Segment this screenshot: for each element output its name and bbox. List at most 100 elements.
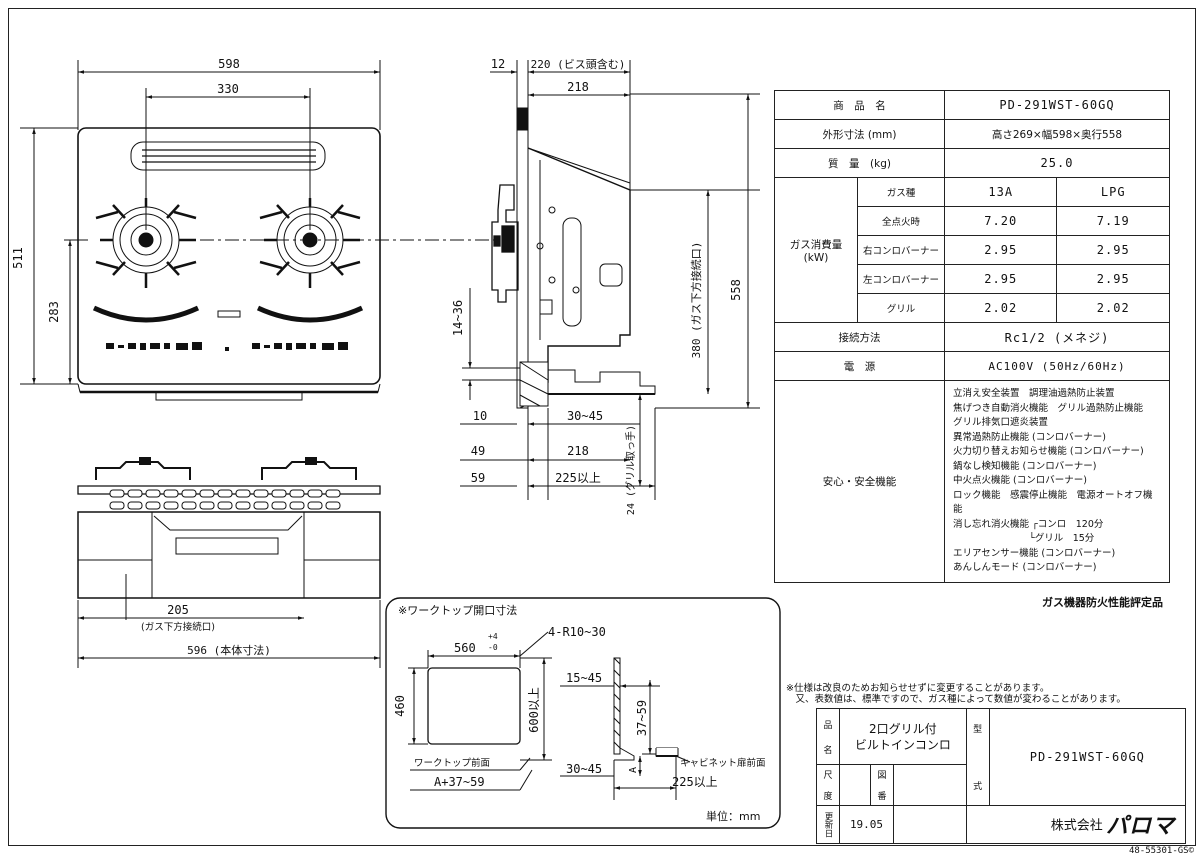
safety-feature: 消し忘れ消火機能 ┌コンロ 120分: [953, 518, 1104, 530]
dim-10: 10: [473, 409, 487, 423]
drawing-sheet: [8, 8, 1196, 846]
dim-49: 49: [471, 444, 485, 458]
company-prefix: 株式会社: [1050, 818, 1103, 834]
safety-feature: ロック機能 感震停止機能 電源オートオフ機能: [953, 489, 1153, 516]
worktop-width-tol-minus: -0: [488, 643, 498, 652]
dim-558: 558: [729, 279, 743, 301]
row-lpg-value: 2.95: [1056, 264, 1170, 294]
dim-59: 59: [471, 471, 485, 485]
type-value: PD-291WST-60GQ: [988, 708, 1187, 806]
safety-feature: └グリル 15分: [953, 533, 1095, 544]
connection-label: 接続方法: [774, 322, 945, 352]
spec-table: 商 品 名 PD-291WST-60GQ 外形寸法 (mm) 高さ269×幅59…: [774, 90, 1170, 583]
dim-12: 12: [491, 57, 505, 71]
worktop-title: ※ワークトップ開口寸法: [398, 603, 517, 617]
row-13a-value: 7.20: [943, 206, 1058, 236]
dim-218-mid: 218: [567, 444, 589, 458]
row-13a-value: 2.95: [943, 264, 1058, 294]
gas-lpg: LPG: [1056, 177, 1170, 207]
dim-225: 225以上: [555, 471, 601, 485]
company-cell: 株式会社 パロマ: [965, 804, 1187, 845]
revised-label: 更新日: [816, 804, 840, 845]
row-label: グリル: [857, 293, 945, 323]
dims-value: 高さ269×幅598×奥行558: [944, 119, 1170, 149]
type-label-2: 式: [973, 781, 983, 792]
row-label: 右コンロバーナー: [857, 235, 945, 265]
dims-label: 外形寸法 (mm): [774, 119, 945, 149]
dim-330: 330: [217, 82, 239, 96]
connection-value: Rc1/2 (メネジ): [944, 322, 1170, 352]
worktop-width-tol-plus: +4: [488, 632, 498, 641]
side-view: [460, 60, 760, 500]
dim-205-note: (ガス下方接続口): [141, 621, 215, 633]
product-title-line1: 2口グリル付: [869, 721, 937, 736]
dim-598: 598: [218, 57, 240, 71]
dim-14-36: 14~36: [451, 300, 465, 336]
safety-features: 立消え安全装置 調理油過熱防止装置 焦げつき自動消火機能 グリル過熱防止機能 グ…: [944, 380, 1170, 583]
row-label: 左コンロバーナー: [857, 264, 945, 294]
front-view: [77, 457, 381, 668]
name-label-2: 名: [823, 745, 833, 756]
safety-feature: 鍋なし検知機能 (コンロバーナー): [953, 460, 1097, 472]
product-title: 2口グリル付 ビルトインコンロ: [839, 707, 967, 766]
worktop-height: 460: [393, 695, 407, 717]
dim-218-top: 218: [567, 80, 589, 94]
worktop-front-label: ワークトップ前面: [414, 757, 490, 769]
revised-blank: [893, 804, 967, 845]
worktop-height-range: 37~59: [635, 700, 649, 736]
power-value: AC100V (50Hz/60Hz): [944, 351, 1170, 381]
paloma-logo: パロマ: [1105, 814, 1175, 840]
safety-feature: 異常過熱防止機能 (コンロバーナー): [953, 431, 1106, 443]
row-13a-value: 2.02: [943, 293, 1058, 323]
unit-label: 単位：mm: [706, 810, 761, 823]
row-lpg-value: 2.95: [1056, 235, 1170, 265]
worktop-min-depth: 225以上: [672, 775, 718, 789]
dim-511: 511: [11, 247, 25, 269]
safety-feature: あんしんモード (コンロバーナー): [953, 562, 1097, 573]
dim-380: 380 (ガス下方接続口): [689, 242, 703, 359]
name-label: 品 名: [816, 707, 840, 766]
safety-feature: 焦げつき自動消火機能 グリル過熱防止機能: [953, 402, 1144, 414]
drawing-no-label: 図 番: [870, 764, 894, 806]
power-label: 電 源: [774, 351, 945, 381]
row-label: 全点火時: [857, 206, 945, 236]
scale-label: 尺 度: [816, 764, 840, 806]
worktop-bottom-gap: 30~45: [566, 762, 602, 776]
dim-30-45: 30~45: [567, 409, 603, 423]
remarks: ※仕様は改良のためお知らせせずに変更することがあります。 又、表数値は、標準です…: [786, 683, 1126, 705]
consumption-label: ガス消費量 (kW): [774, 177, 858, 323]
row-lpg-value: 7.19: [1056, 206, 1170, 236]
worktop-width: 560: [454, 641, 476, 655]
gas-type-label: ガス種: [857, 177, 945, 207]
safety-feature: 中火点火機能 (コンロバーナー): [953, 475, 1087, 486]
type-label: 型 式: [965, 708, 990, 806]
worktop-a-formula: A+37~59: [434, 775, 485, 789]
row-13a-value: 2.95: [943, 235, 1058, 265]
gas-13a: 13A: [943, 177, 1058, 207]
weight-value: 25.0: [944, 148, 1170, 178]
dim-205: 205: [167, 603, 189, 617]
drawing-no-label-2: 番: [877, 792, 887, 803]
safety-feature: エリアセンサー機能 (コンロバーナー): [953, 547, 1116, 559]
worktop-a-label: A: [628, 767, 639, 773]
product-name: PD-291WST-60GQ: [944, 90, 1170, 120]
dim-24: 24 (グリル取っ手): [624, 425, 637, 515]
dim-220: 220 (ビス頭含む): [531, 57, 626, 71]
worktop-gap: 15~45: [566, 671, 602, 685]
safety-feature: 立消え安全装置 調理油過熱防止装置: [953, 388, 1115, 399]
top-view: [20, 60, 500, 401]
document-number: 48-55301-GS©: [1128, 846, 1194, 856]
left-burner: [95, 198, 197, 288]
scale-label-1: 尺: [823, 771, 833, 782]
product-title-line2: ビルトインコンロ: [854, 737, 951, 752]
row-lpg-value: 2.02: [1056, 293, 1170, 323]
worktop-depth: 600以上: [527, 687, 541, 733]
cabinet-front-label: キャビネット扉前面: [680, 757, 766, 769]
drawing-no-label-1: 図: [877, 771, 887, 782]
worktop-opening-box: [385, 597, 781, 829]
dim-283: 283: [47, 301, 61, 323]
cert-note: ガス機器防火性能評定品: [1042, 596, 1163, 609]
revised-value: 19.05: [839, 804, 894, 845]
name-label-1: 品: [823, 720, 833, 731]
